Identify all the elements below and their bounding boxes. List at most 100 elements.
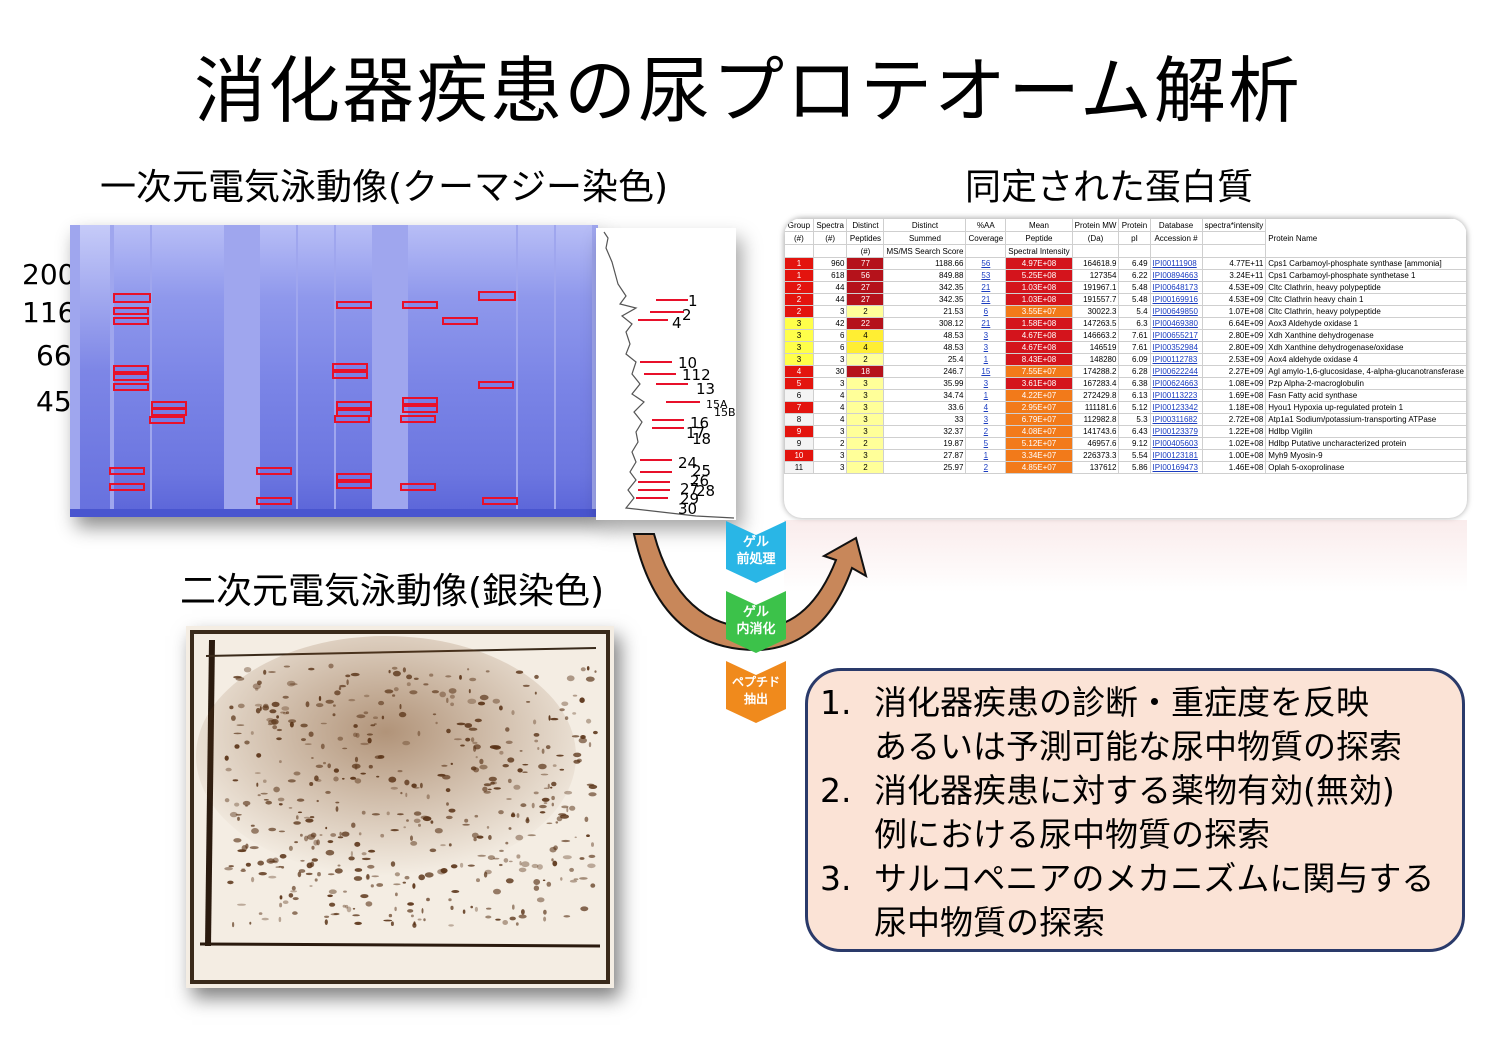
- table-cell: 4: [965, 401, 1007, 414]
- table-cell: Hyou1 Hypoxia up-regulated protein 1: [1265, 401, 1467, 414]
- table-cell: 5: [965, 437, 1007, 450]
- table-cell: 5.25E+08: [1005, 269, 1073, 282]
- table-cell: 2.27E+09: [1201, 365, 1267, 378]
- accession-link[interactable]: IPI00169916: [1149, 293, 1203, 306]
- accession-link[interactable]: IPI00311682: [1149, 413, 1203, 426]
- excised-band: [149, 416, 185, 424]
- table-cell: 34.74: [883, 389, 967, 402]
- accession-link[interactable]: IPI00622244: [1149, 365, 1203, 378]
- excised-band: [336, 301, 372, 309]
- accession-link[interactable]: IPI00894663: [1149, 269, 1203, 282]
- accession-link[interactable]: IPI00123181: [1149, 449, 1203, 462]
- accession-link[interactable]: IPI00112783: [1149, 353, 1203, 366]
- accession-link[interactable]: IPI00123342: [1149, 401, 1203, 414]
- table-cell: 5.3: [1118, 413, 1151, 426]
- mw-marker-116: 116: [22, 296, 76, 329]
- table-cell: 1: [965, 449, 1007, 462]
- table-header-cell: Peptide: [1005, 231, 1073, 245]
- step-label: ペプチド 抽出: [731, 675, 780, 706]
- accession-link[interactable]: IPI00352984: [1149, 341, 1203, 354]
- goal-2-line-1: 2.消化器疾患に対する薬物有効(無効): [820, 771, 1395, 810]
- 2d-gel-spots: [186, 626, 614, 988]
- accession-link[interactable]: IPI00655217: [1149, 329, 1203, 342]
- table-cell: 25.97: [883, 461, 967, 474]
- table-header-cell: MS/MS Search Score: [883, 244, 967, 258]
- table-cell: 2: [965, 461, 1007, 474]
- accession-link[interactable]: IPI00649850: [1149, 305, 1203, 318]
- accession-link[interactable]: IPI00624663: [1149, 377, 1203, 390]
- accession-link[interactable]: IPI00405603: [1149, 437, 1203, 450]
- excised-band: [334, 415, 370, 423]
- table-cell: Agl amylo-1,6-glucosidase, 4-alpha-gluca…: [1265, 365, 1467, 378]
- table-cell: 6.09: [1118, 353, 1151, 366]
- table-cell: 3: [812, 377, 848, 390]
- accession-link[interactable]: IPI00648173: [1149, 281, 1203, 294]
- table-cell: 2.95E+07: [1005, 401, 1073, 414]
- table-header-cell: (#): [784, 231, 814, 245]
- table-cell: 342.35: [883, 281, 967, 294]
- accession-link[interactable]: IPI00111908: [1149, 257, 1203, 270]
- table-cell: 191967.1: [1071, 281, 1120, 294]
- table-cell: 15: [965, 365, 1007, 378]
- excised-band: [400, 483, 436, 491]
- gel-lane: [444, 225, 480, 517]
- table-header-cell: [1118, 244, 1151, 258]
- table-cell: Cps1 Carbamoyl-phosphate synthetase 1: [1265, 269, 1467, 282]
- table-cell: 1.00E+08: [1201, 449, 1267, 462]
- table-header-cell: [965, 244, 1007, 258]
- excised-band: [400, 415, 436, 423]
- goal-1-line-2: あるいは予測可能な尿中物質の探索: [874, 727, 1402, 766]
- table-cell: 6: [965, 305, 1007, 318]
- accession-link[interactable]: IPI00113223: [1149, 389, 1203, 402]
- trace-plot: [603, 231, 735, 519]
- table-header-cell: spectra*intensity: [1201, 218, 1267, 232]
- table-cell: 6.38: [1118, 377, 1151, 390]
- table-cell: 5: [784, 377, 814, 390]
- table-cell: 33.6: [883, 401, 967, 414]
- table-cell: 2: [784, 293, 814, 306]
- excised-band: [113, 383, 149, 391]
- excised-band: [478, 381, 514, 389]
- table-cell: 4.97E+08: [1005, 257, 1073, 270]
- table-cell: 7.61: [1118, 329, 1151, 342]
- table-cell: 6: [812, 329, 848, 342]
- excised-band: [113, 373, 149, 381]
- table-cell: 77: [846, 257, 885, 270]
- spot-number: 26: [690, 472, 710, 490]
- table-cell: 4: [812, 413, 848, 426]
- densitometry-trace: [596, 228, 736, 520]
- table-cell: 146519: [1071, 341, 1120, 354]
- table-cell: Pzp Alpha-2-macroglobulin: [1265, 377, 1467, 390]
- table-cell: 3.24E+11: [1201, 269, 1267, 282]
- table-cell: 3: [784, 329, 814, 342]
- spot-number: 10: [678, 354, 698, 372]
- accession-link[interactable]: IPI00123379: [1149, 425, 1203, 438]
- spot-number: 30: [678, 500, 698, 518]
- excised-band: [332, 371, 368, 379]
- table-cell: 21: [965, 293, 1007, 306]
- mw-marker-45: 45: [36, 385, 72, 418]
- table-cell: 3: [784, 341, 814, 354]
- table-cell: 30: [812, 365, 848, 378]
- table-cell: 6.13: [1118, 389, 1151, 402]
- excised-band: [256, 497, 292, 505]
- table-cell: 2.80E+09: [1201, 329, 1267, 342]
- table-header-cell: Protein: [1118, 218, 1151, 232]
- table-cell: 1.18E+08: [1201, 401, 1267, 414]
- table-cell: 19.87: [883, 437, 967, 450]
- table-cell: Cltc Clathrin, heavy polypeptide: [1265, 305, 1467, 318]
- gel-lane: [152, 225, 188, 517]
- accession-link[interactable]: IPI00469380: [1149, 317, 1203, 330]
- table-cell: Myh9 Myosin-9: [1265, 449, 1467, 462]
- table-cell: 308.12: [883, 317, 967, 330]
- gel-lane: [298, 225, 334, 517]
- table-header-cell: (Da): [1071, 231, 1120, 245]
- accession-link[interactable]: IPI00169473: [1149, 461, 1203, 474]
- table-cell: Xdh Xanthine dehydrogenase/oxidase: [1265, 341, 1467, 354]
- gel-dye-front: [70, 509, 598, 517]
- table-cell: 618: [812, 269, 848, 282]
